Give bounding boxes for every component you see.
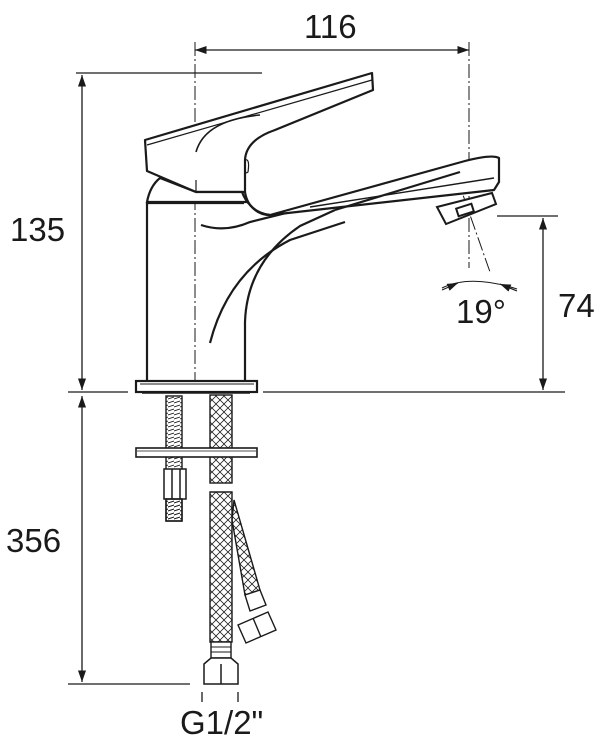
- label-hose-length: 356: [6, 522, 62, 559]
- dimension-hose-length: [68, 396, 190, 685]
- label-outlet-height: 74: [558, 287, 595, 324]
- fixing-nut: [163, 468, 187, 522]
- braided-hose-secondary: [231, 499, 277, 644]
- faucet-body: [145, 176, 346, 384]
- label-connection-thread: G1/2": [180, 704, 264, 741]
- label-spout-angle: 19°: [456, 293, 506, 330]
- label-spout-reach: 116: [304, 8, 357, 45]
- braided-hose-main: [209, 394, 233, 659]
- base-plate: [134, 379, 259, 394]
- spout: [243, 155, 501, 217]
- dimension-spout-angle: [441, 280, 518, 292]
- mounting-washer: [135, 447, 258, 458]
- dimension-thread-marks: [201, 692, 239, 702]
- lever-handle: [143, 71, 375, 194]
- aerator: [435, 191, 498, 226]
- label-body-height: 135: [10, 211, 66, 248]
- dimension-body-height: [68, 72, 565, 393]
- dimension-outlet-height: [497, 215, 558, 390]
- hose-nut: [203, 657, 239, 685]
